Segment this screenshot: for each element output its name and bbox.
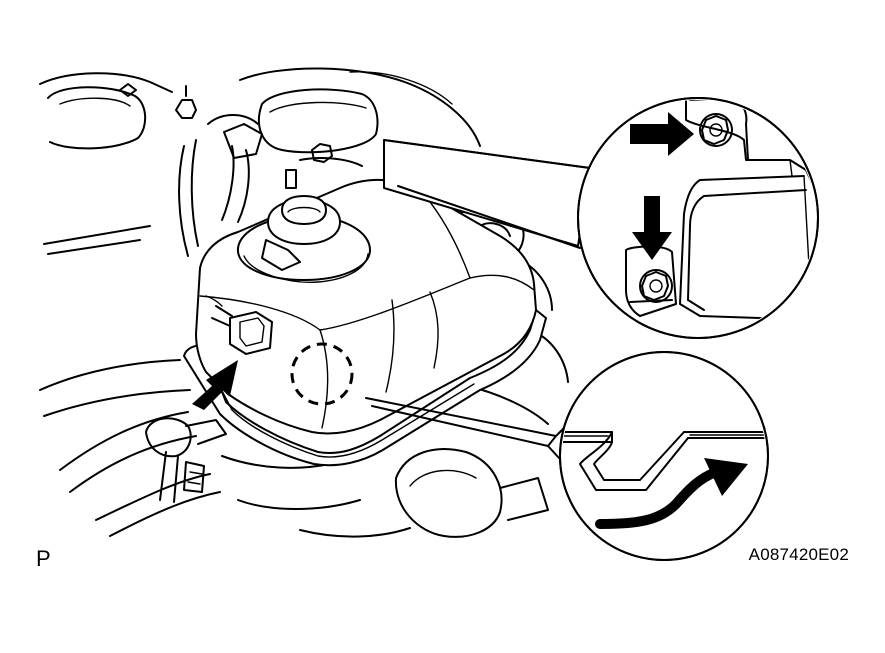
- connector-arrow: [192, 360, 238, 410]
- claw-location-circle: [290, 342, 354, 406]
- bolt-detail-callout: [383, 97, 819, 339]
- engine-bay-background: [39, 67, 569, 538]
- figure-code-label: A087420E02: [748, 545, 849, 564]
- claw-detail-callout: [547, 351, 769, 561]
- corner-letter-label: P: [36, 546, 51, 571]
- bolt-arrow-down: [632, 196, 672, 260]
- bolt-arrow-right: [630, 112, 694, 156]
